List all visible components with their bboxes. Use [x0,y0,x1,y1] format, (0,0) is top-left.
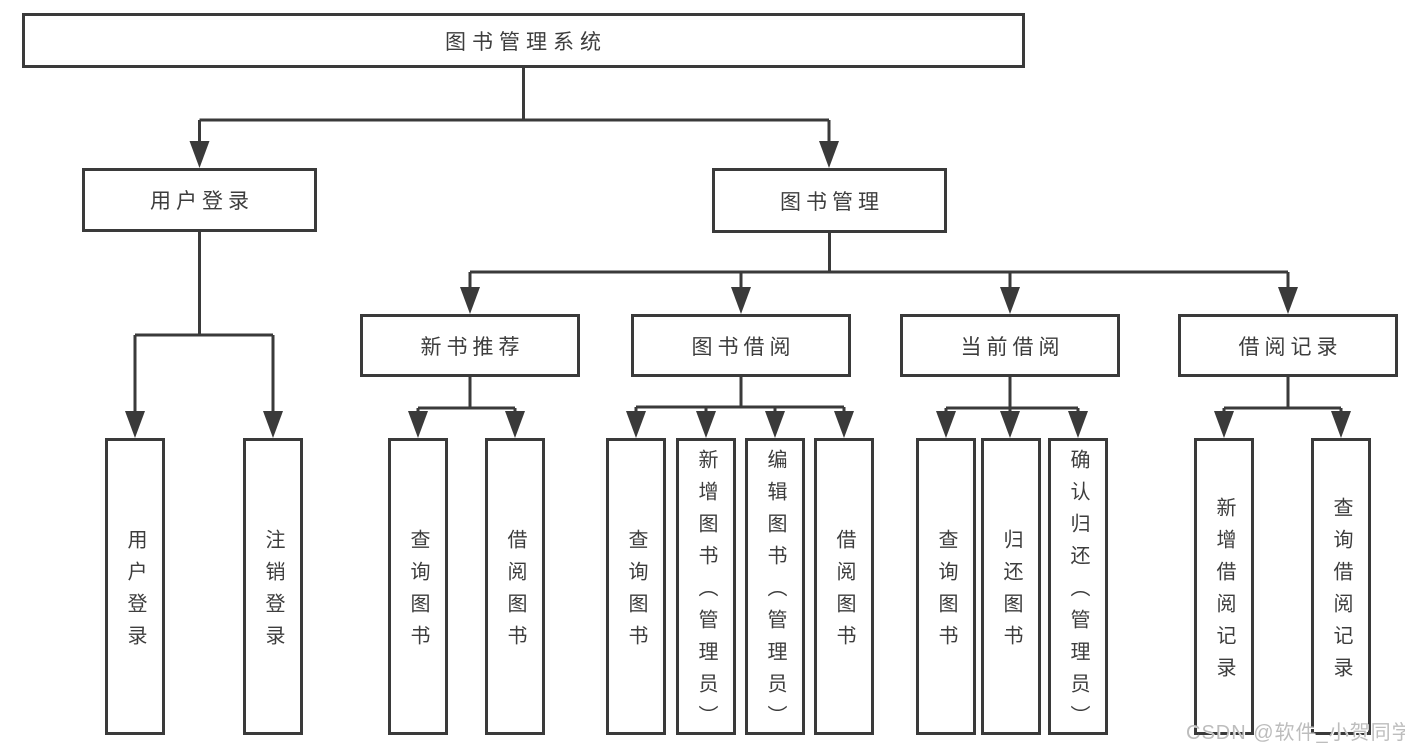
node-user-login-branch: 用户登录 [82,168,317,232]
node-book-management-branch: 图书管理 [712,168,947,233]
leaf-label: 新增图书（管理员） [695,448,717,737]
leaf-borrow-books-borrowing: 借阅图书 [814,438,874,735]
leaf-label: 归还图书 [1000,528,1022,657]
node-new-book-recommend: 新书推荐 [360,314,580,377]
node-label: 新书推荐 [420,335,525,359]
leaf-query-books-recommend: 查询图书 [388,438,448,735]
leaf-label: 查询图书 [935,528,957,657]
leaf-edit-books-admin: 编辑图书（管理员） [745,438,805,737]
node-borrowing-records: 借阅记录 [1178,314,1398,377]
leaf-label: 新增借阅记录 [1213,496,1235,689]
node-library-management-system: 图书管理系统 [22,13,1025,68]
leaf-confirm-return-admin: 确认归还（管理员） [1048,438,1108,737]
leaf-return-books: 归还图书 [981,438,1041,735]
leaf-label: 编辑图书（管理员） [764,448,786,737]
connector-new-books-to-leaves [416,377,517,414]
leaf-label: 确认归还（管理员） [1067,448,1089,737]
leaf-query-books-borrowing: 查询图书 [606,438,666,735]
node-label: 用户登录 [150,190,254,213]
connector-records-to-leaves [1222,377,1343,414]
leaf-query-borrow-record: 查询借阅记录 [1311,438,1371,735]
leaf-logout: 注销登录 [243,438,303,735]
leaf-label: 用户登录 [124,528,146,657]
node-label: 借阅记录 [1238,335,1343,359]
leaf-label: 借阅图书 [833,528,855,657]
leaf-query-books-current: 查询图书 [916,438,976,735]
leaf-label: 注销登录 [262,528,284,657]
connector-user-login-to-leaves [133,232,275,413]
node-label: 图书借阅 [691,335,796,359]
leaf-label: 查询图书 [625,528,647,657]
leaf-label: 借阅图书 [504,528,526,657]
csdn-watermark: CSDN @软件_小贺同学 [1186,722,1405,744]
connector-borrowing-to-leaves [634,377,846,414]
leaf-add-borrow-record: 新增借阅记录 [1194,438,1254,735]
leaf-add-books-admin: 新增图书（管理员） [676,438,736,737]
leaf-label: 查询借阅记录 [1330,496,1352,689]
node-label: 图书管理 [780,190,884,214]
leaf-borrow-books-recommend: 借阅图书 [485,438,545,735]
node-label: 图书管理系统 [445,30,607,54]
connector-root-to-branches [198,68,831,143]
leaf-user-login: 用户登录 [105,438,165,735]
node-book-borrowing: 图书借阅 [631,314,851,377]
connector-book-mgmt-to-modules [468,233,1290,289]
node-current-borrowing: 当前借阅 [900,314,1120,377]
node-label: 当前借阅 [960,335,1065,359]
leaf-label: 查询图书 [407,528,429,657]
connector-current-to-leaves [944,377,1080,414]
